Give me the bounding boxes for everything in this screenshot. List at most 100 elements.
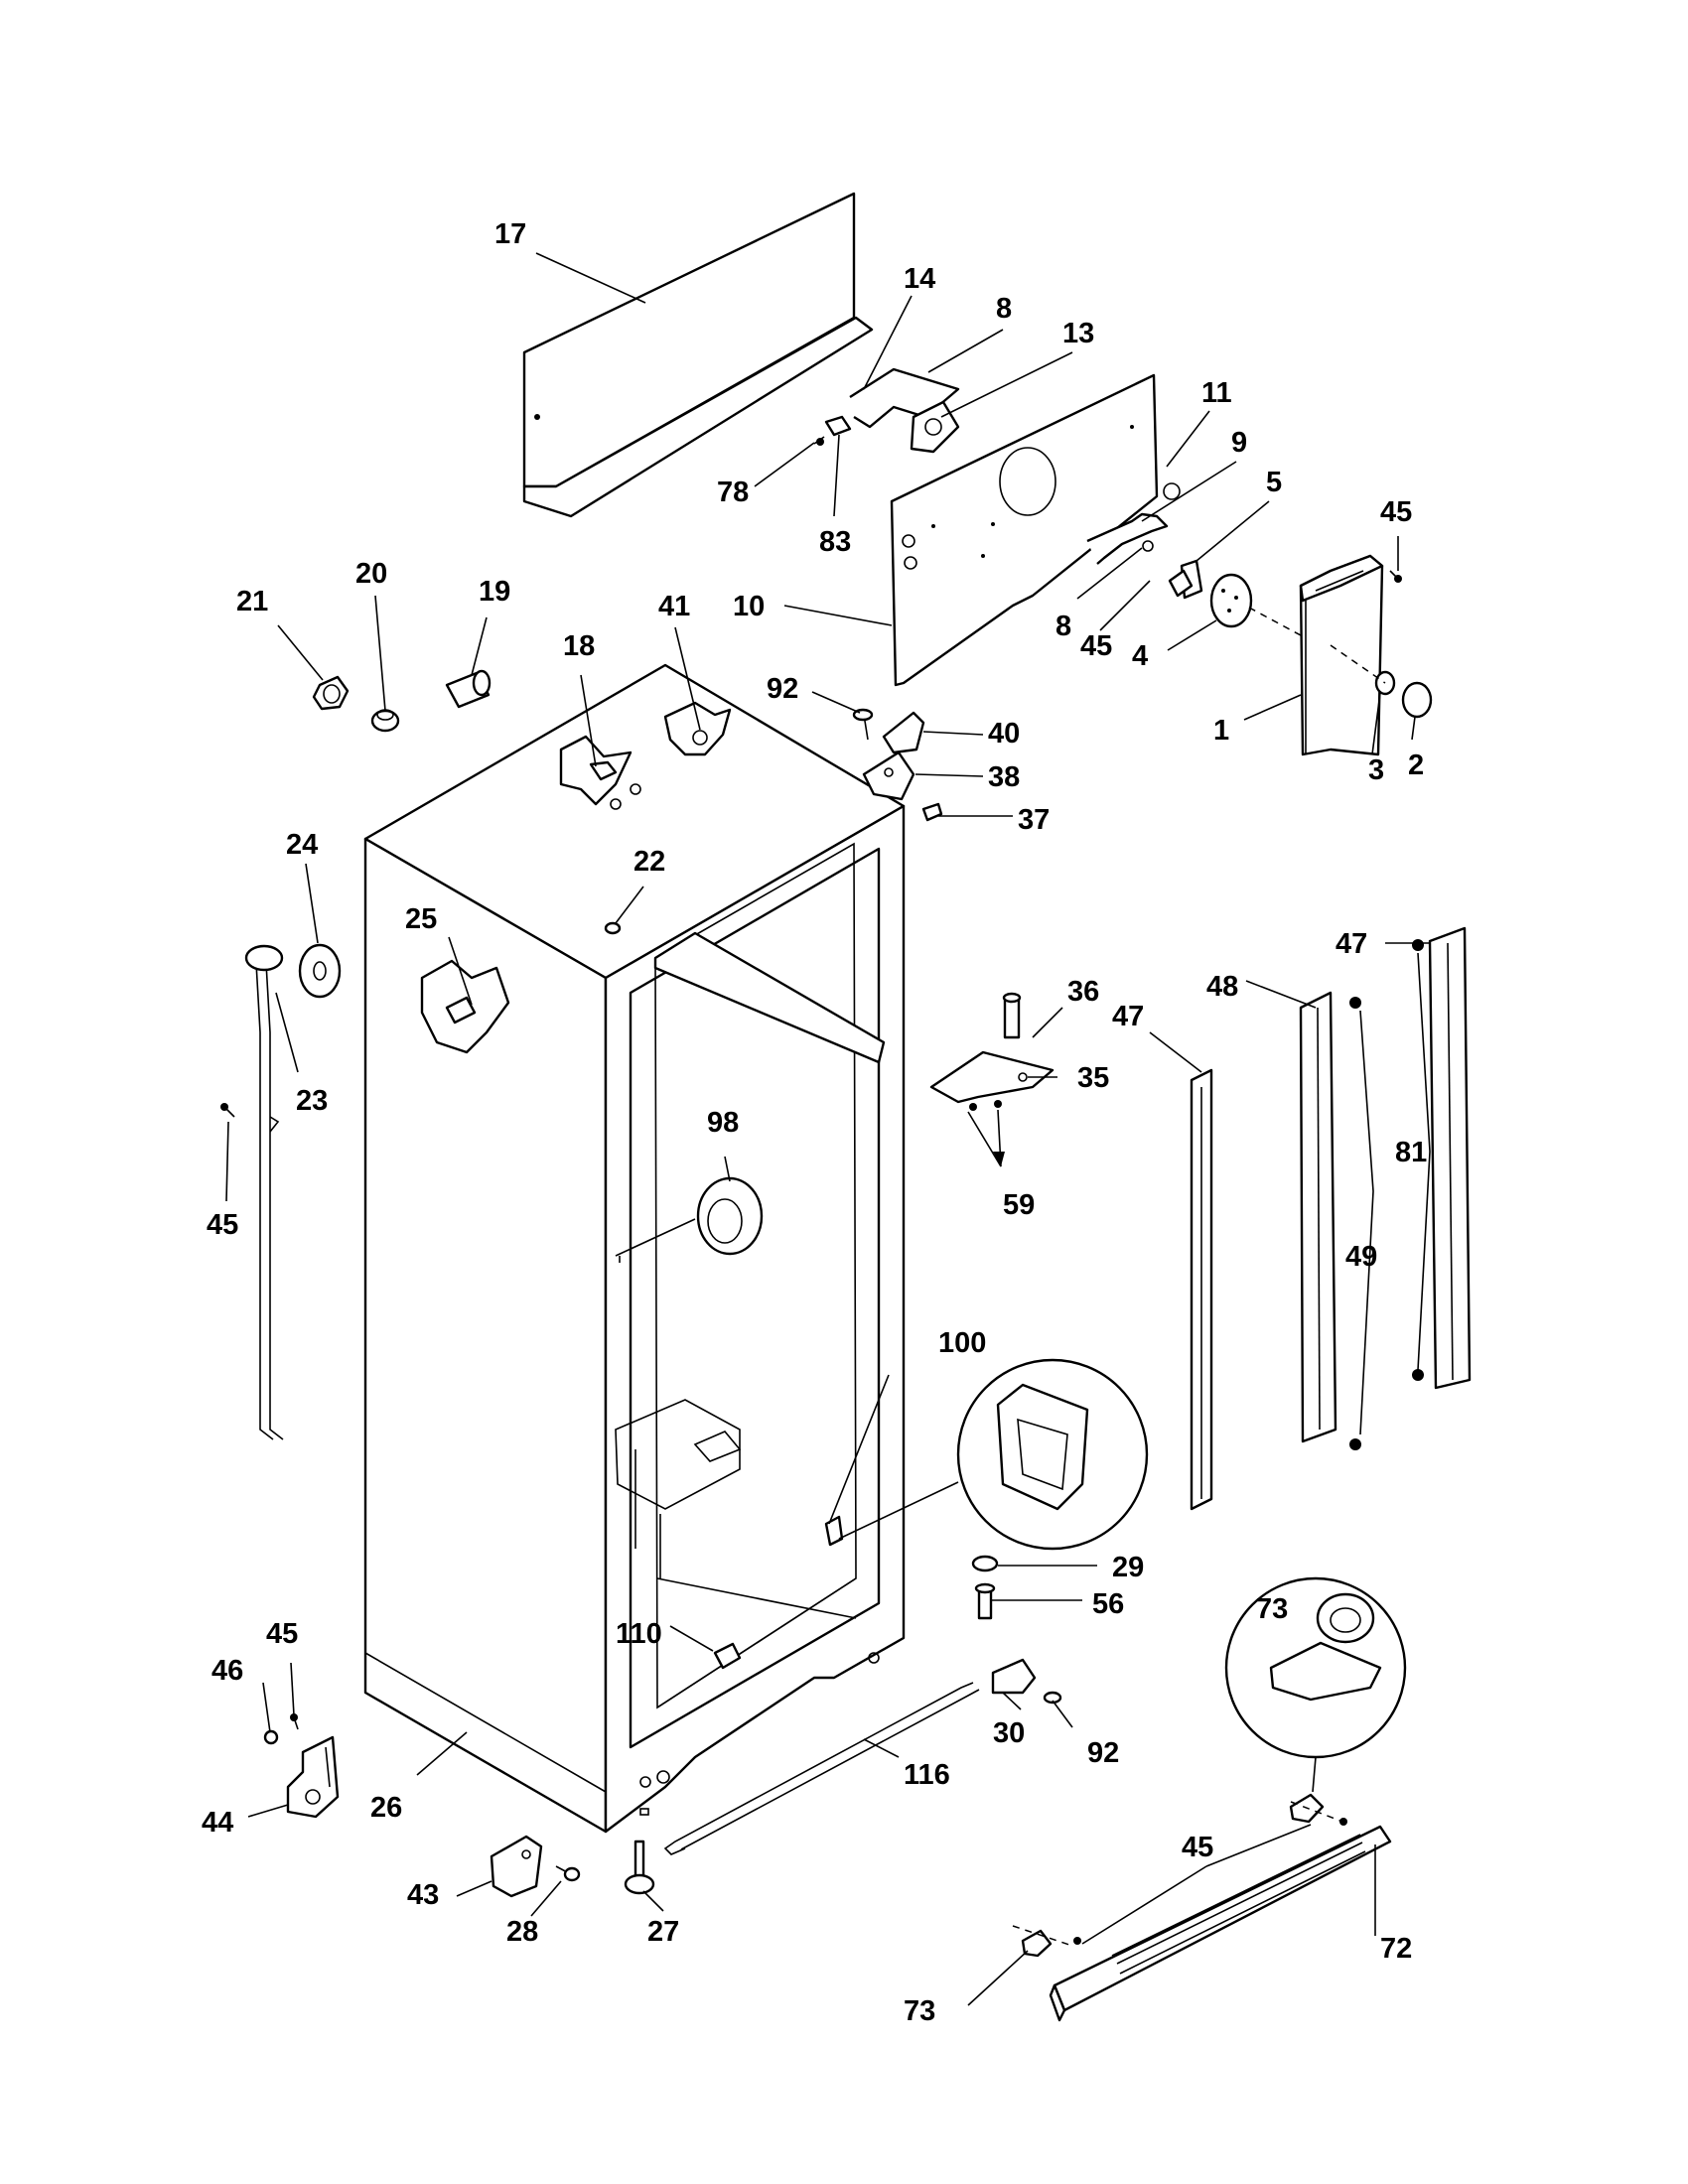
callout-45-grille: 45: [1182, 1832, 1213, 1863]
part-21-plug: [312, 675, 350, 711]
part-9-damper-link: [1086, 512, 1169, 565]
part-2-knob: [1401, 681, 1433, 719]
callout-23: 23: [296, 1085, 328, 1117]
callout-18: 18: [563, 630, 595, 662]
callout-47-right: 47: [1336, 928, 1367, 960]
part-73-clip-left: [1021, 1929, 1053, 1958]
callout-22: 22: [633, 846, 665, 878]
part-47-rail-left: [1190, 1068, 1213, 1511]
part-38-hinge-plate: [862, 751, 915, 801]
part-19-sleeve: [445, 669, 492, 709]
part-92-screw-lower: [1043, 1691, 1062, 1705]
part-37-pin: [921, 802, 943, 822]
callout-26: 26: [370, 1792, 402, 1824]
callout-21: 21: [236, 586, 268, 617]
callout-73-bottom: 73: [904, 1995, 935, 2027]
part-25-bracket: [420, 959, 510, 1054]
callout-28: 28: [506, 1916, 538, 1948]
part-27-leveler: [624, 1840, 655, 1895]
part-36-hinge-pin: [1002, 992, 1022, 1039]
callout-73-inset: 73: [1256, 1593, 1288, 1625]
callout-59: 59: [1003, 1189, 1035, 1221]
callout-1: 1: [1213, 715, 1229, 747]
part-23-rod: [244, 944, 284, 1440]
part-20-bushing: [370, 709, 400, 733]
callout-43: 43: [407, 1879, 439, 1911]
callout-8-mid: 8: [1055, 611, 1071, 642]
part-110-clip: [713, 1642, 742, 1670]
part-26-cabinet: [363, 663, 906, 1834]
callout-92-lower: 92: [1087, 1737, 1119, 1769]
callout-4: 4: [1132, 640, 1148, 672]
part-24-spacer: [298, 943, 342, 999]
part-48-rail: [1299, 991, 1337, 1443]
part-28-screw: [555, 1865, 581, 1882]
callout-110: 110: [616, 1618, 662, 1650]
callout-35: 35: [1077, 1062, 1109, 1094]
callout-13: 13: [1062, 318, 1094, 349]
callout-45-top: 45: [1380, 496, 1412, 528]
callout-20: 20: [355, 558, 387, 590]
part-47-rail-right: [1428, 926, 1472, 1390]
part-17-top-channel: [522, 192, 874, 518]
callout-45-mid: 45: [1080, 630, 1112, 662]
part-45-screw-hinge: [290, 1713, 299, 1730]
part-44-hinge: [286, 1735, 340, 1819]
callout-11: 11: [1201, 377, 1232, 409]
callout-9: 9: [1231, 427, 1247, 459]
callout-72: 72: [1380, 1933, 1412, 1965]
leader-lines: [225, 252, 1431, 2006]
callout-44: 44: [202, 1807, 233, 1839]
callout-98: 98: [707, 1107, 739, 1139]
callout-47-left: 47: [1112, 1001, 1144, 1032]
callout-29: 29: [1112, 1552, 1144, 1583]
callout-25: 25: [405, 903, 437, 935]
part-41-bracket: [663, 701, 732, 756]
part-5-knob: [1168, 559, 1203, 600]
callout-37: 37: [1018, 804, 1050, 836]
callout-81: 81: [1395, 1137, 1427, 1168]
callout-116: 116: [904, 1759, 950, 1791]
part-43-bracket: [490, 1835, 543, 1898]
callout-19: 19: [479, 576, 510, 608]
callout-labels: 17 14 8 13 11 9 5 45 78 83 10 8 45 4 1 3…: [202, 218, 1427, 2027]
part-35-hinge: [929, 1050, 1055, 1104]
callout-48: 48: [1206, 971, 1238, 1003]
callout-10: 10: [733, 591, 765, 622]
part-100-clip: [824, 1358, 1149, 1551]
callout-78: 78: [717, 477, 749, 508]
callout-100: 100: [938, 1327, 986, 1359]
part-56-pin: [974, 1582, 996, 1620]
callout-30: 30: [993, 1717, 1025, 1749]
callout-5: 5: [1266, 467, 1282, 498]
callout-8-top: 8: [996, 293, 1012, 325]
part-83-clip: [813, 415, 852, 446]
part-45-screws-grille: [1012, 1801, 1351, 1947]
part-81-49-screws: [1349, 939, 1424, 1450]
callout-2: 2: [1408, 750, 1424, 781]
part-45-screw-rod: [220, 1103, 235, 1118]
part-45-screw-top-right: [1389, 570, 1402, 583]
callout-27: 27: [647, 1916, 679, 1948]
part-18-bracket: [559, 735, 633, 806]
callout-36: 36: [1067, 976, 1099, 1008]
callout-46: 46: [211, 1655, 243, 1687]
part-14-bracket: [849, 367, 960, 454]
part-72-grille: [1049, 1825, 1392, 2022]
part-40-cover: [882, 711, 925, 754]
part-10-control-plate: [890, 373, 1181, 687]
callout-24: 24: [286, 829, 318, 861]
part-29-washer: [971, 1555, 999, 1572]
callout-49: 49: [1345, 1241, 1377, 1273]
part-1-control-housing: [1299, 554, 1384, 756]
part-116-rod: [663, 1682, 980, 1855]
callout-38: 38: [988, 761, 1020, 793]
callout-40: 40: [988, 718, 1020, 750]
callout-45-left: 45: [207, 1209, 238, 1241]
part-59-screws: [969, 1100, 1002, 1111]
callout-14: 14: [904, 263, 935, 295]
part-73-inset: [1224, 1576, 1407, 1759]
part-98-grommet: [696, 1176, 764, 1256]
callout-3: 3: [1368, 754, 1384, 786]
